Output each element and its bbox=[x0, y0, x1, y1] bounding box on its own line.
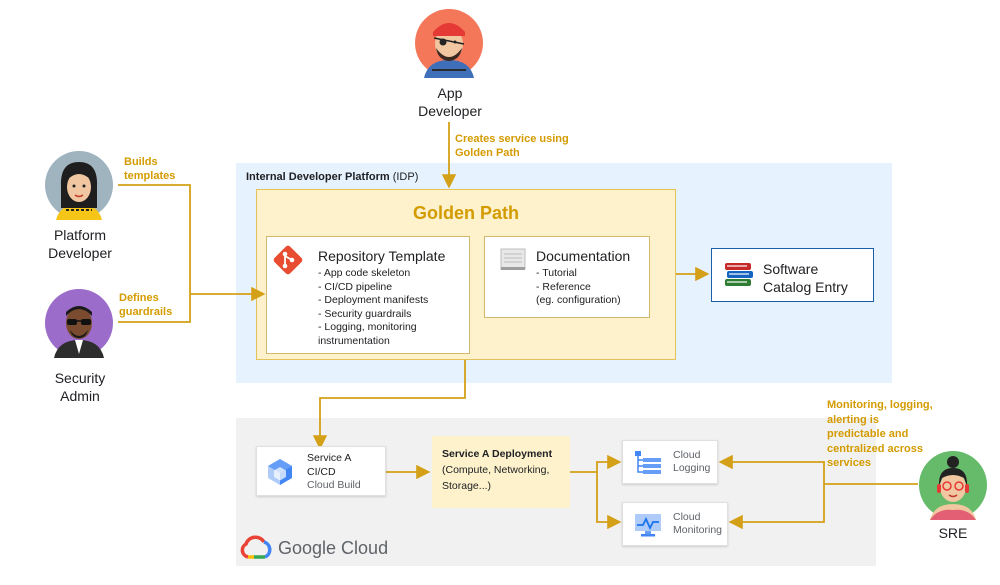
google-cloud-brand: Google Cloud bbox=[278, 538, 389, 558]
git-icon bbox=[273, 245, 303, 275]
cloud-logging-card[interactable]: Cloud Logging bbox=[622, 440, 718, 484]
cloud-monitoring-label: Cloud Monitoring bbox=[673, 511, 723, 536]
google-cloud-logo-icon bbox=[240, 535, 272, 559]
repo-item: - Security guardrails bbox=[318, 307, 412, 320]
doc-item: - Tutorial bbox=[536, 267, 577, 279]
cloud-logging-icon bbox=[635, 451, 661, 474]
deployment-text: Service A Deployment (Compute, Networkin… bbox=[442, 448, 553, 492]
repository-template-box[interactable]: Repository Template - App code skeleton … bbox=[266, 236, 470, 354]
service-a-cicd-card[interactable]: Service A CI/CD Cloud Build bbox=[256, 446, 386, 496]
app-developer-label: App Developer bbox=[418, 85, 482, 119]
arrow-sre-monitoring bbox=[728, 484, 825, 530]
doc-item: (eg. configuration) bbox=[536, 294, 621, 307]
service-a-text: Service A CI/CD Cloud Build bbox=[307, 452, 361, 491]
documentation-title: Documentation bbox=[536, 248, 631, 264]
documentation-list: - Tutorial - Reference (eg. configuratio… bbox=[536, 267, 621, 308]
cloud-logging-label: Cloud Logging bbox=[673, 449, 711, 474]
documentation-box[interactable]: Documentation - Tutorial - Reference (eg… bbox=[484, 236, 650, 318]
arrow-security-admin bbox=[118, 294, 191, 323]
arrow-to-monitoring bbox=[596, 472, 622, 530]
repo-item: instrumentation bbox=[318, 334, 390, 347]
cloud-build-icon bbox=[268, 459, 292, 485]
annotation-creates-service: Creates service using Golden Path bbox=[455, 133, 569, 159]
annotation-defines-guardrails: Defines guardrails bbox=[119, 292, 173, 318]
arrow-platform-dev bbox=[118, 184, 191, 294]
security-admin-label: Security Admin bbox=[54, 370, 106, 404]
repo-item: - CI/CD pipeline bbox=[318, 280, 393, 293]
repository-template-list: - App code skeleton - CI/CD pipeline - D… bbox=[318, 267, 428, 349]
sre-avatar bbox=[919, 451, 987, 520]
security-admin-avatar bbox=[45, 289, 113, 358]
app-developer-avatar bbox=[415, 9, 483, 78]
service-a-deployment[interactable]: Service A Deployment (Compute, Networkin… bbox=[432, 436, 570, 508]
arrow-sre-logging bbox=[718, 454, 918, 485]
repo-item: - Logging, monitoring bbox=[318, 321, 417, 334]
repo-item: - Deployment manifests bbox=[318, 294, 429, 307]
software-catalog-entry[interactable]: Software Catalog Entry bbox=[711, 248, 874, 302]
annotation-builds-templates: Builds templates bbox=[124, 156, 176, 182]
platform-developer-avatar bbox=[45, 151, 113, 220]
document-icon bbox=[500, 248, 526, 270]
books-icon bbox=[725, 263, 753, 286]
annotation-monitoring: Monitoring, logging, alerting is predict… bbox=[827, 399, 933, 469]
golden-path-title: Golden Path bbox=[412, 203, 519, 223]
idp-label: Internal Developer Platform (IDP) bbox=[246, 171, 419, 183]
cloud-monitoring-card[interactable]: Cloud Monitoring bbox=[622, 502, 728, 546]
cloud-monitoring-icon bbox=[635, 514, 661, 537]
repo-item: - App code skeleton bbox=[318, 267, 411, 279]
doc-item: - Reference bbox=[536, 280, 591, 293]
sre-label: SRE bbox=[938, 525, 968, 541]
repository-template-title: Repository Template bbox=[318, 248, 446, 264]
platform-developer-label: Platform Developer bbox=[48, 227, 112, 261]
arrow-to-logging bbox=[570, 454, 622, 473]
arrow-to-cicd bbox=[312, 360, 466, 450]
catalog-label: Software Catalog Entry bbox=[763, 261, 848, 295]
